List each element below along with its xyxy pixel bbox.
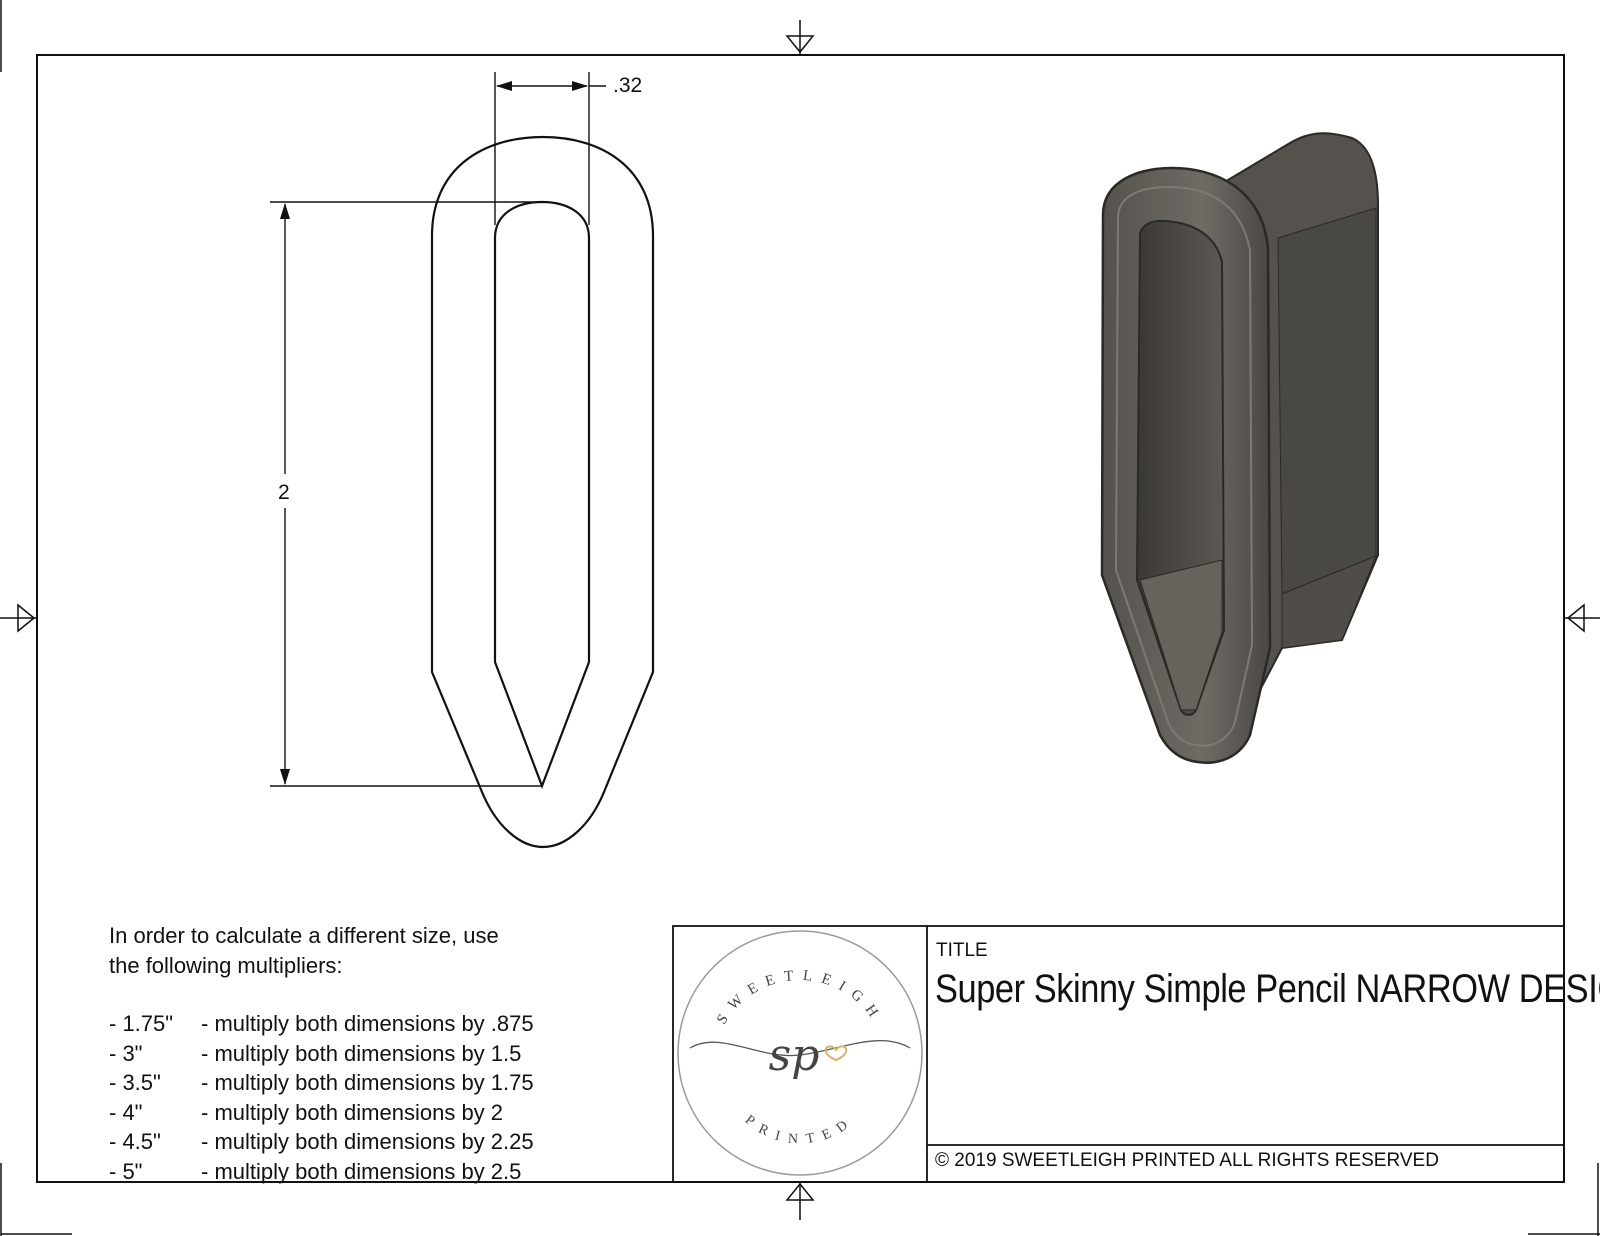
multiplier-text: - multiply both dimensions by .875 <box>201 1011 534 1036</box>
svg-text:PRINTED: PRINTED <box>742 1113 858 1148</box>
svg-text:SWEETLEIGH: SWEETLEIGH <box>714 968 886 1028</box>
multiplier-text: - multiply both dimensions by 2.5 <box>201 1158 522 1184</box>
multiplier-row: - 4.5" - multiply both dimensions by 2.25 <box>109 1127 534 1157</box>
inner-profile <box>493 200 591 790</box>
centering-marks <box>0 20 1600 1220</box>
multiplier-row: - 3" - multiply both dimensions by 1.5 <box>109 1039 534 1069</box>
multiplier-size: - 4" <box>109 1099 143 1125</box>
cutter-outline-drawing <box>430 135 655 849</box>
logo-bottom-text: PRINTED <box>742 1113 849 1148</box>
note-intro-line-1: In order to calculate a different size, … <box>109 923 499 948</box>
multiplier-text: - multiply both dimensions by 1.75 <box>201 1070 534 1095</box>
dimension-arrows <box>280 81 588 785</box>
title-block-label: TITLE <box>936 940 988 961</box>
drawing-title: Super Skinny Simple Pencil NARROW DESIGN <box>935 967 1600 1011</box>
width-dimension-label: .32 <box>613 74 643 97</box>
multiplier-text: - multiply both dimensions by 2 <box>201 1099 504 1125</box>
multiplier-size: - 3" <box>109 1040 143 1066</box>
multiplier-row: - 5" - multiply both dimensions by 2.5 <box>109 1157 534 1187</box>
logo-heart-icon <box>824 1045 848 1062</box>
multiplier-size: - 1.75" <box>109 1011 174 1036</box>
cutter-3d-render <box>1100 132 1379 764</box>
title-block-frame <box>672 925 1565 1183</box>
note-intro-line-2: the following multipliers: <box>109 952 343 978</box>
logo-top-text: SWEETLEIGH <box>714 968 877 1028</box>
size-multipliers-note: In order to calculate a different size, … <box>109 921 534 1186</box>
multiplier-row: - 4" - multiply both dimensions by 2 <box>109 1098 534 1128</box>
multiplier-size: - 5" <box>109 1158 143 1184</box>
logo-swash <box>689 1040 911 1057</box>
multiplier-text: - multiply both dimensions by 1.5 <box>201 1040 522 1066</box>
dimension-lines <box>270 72 606 787</box>
multiplier-row: - 3.5" - multiply both dimensions by 1.75 <box>109 1068 534 1098</box>
sweetleigh-logo: SWEETLEIGH PRINTED sp <box>677 930 923 1176</box>
multiplier-row: - 1.75" - multiply both dimensions by .87… <box>109 1009 534 1039</box>
copyright-notice: © 2019 SWEETLEIGH PRINTED ALL RIGHTS RES… <box>935 1150 1439 1171</box>
height-dimension-label: 2 <box>278 481 290 504</box>
outer-profile <box>430 135 655 849</box>
multiplier-text: - multiply both dimensions by 2.25 <box>201 1129 534 1154</box>
logo-monogram: sp <box>769 1030 820 1081</box>
multiplier-size: - 4.5" <box>109 1129 161 1154</box>
multiplier-size: - 3.5" <box>109 1070 161 1095</box>
